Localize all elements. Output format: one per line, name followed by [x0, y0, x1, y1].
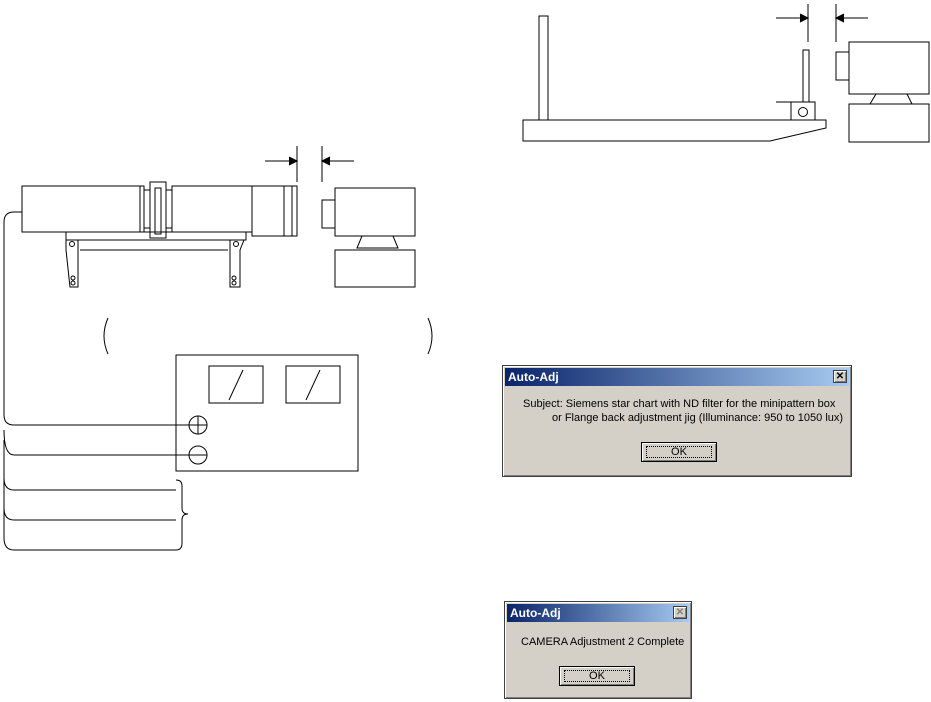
dialog-message-line1: Subject: Siemens star chart with ND filt… [523, 398, 836, 410]
dialog-titlebar[interactable]: Auto-Adj ✕ [505, 368, 849, 386]
plus-terminal-icon [188, 415, 208, 435]
flange-back-jig-diagram [522, 4, 930, 143]
focus-rect [646, 446, 712, 458]
dialog-message: CAMERA Adjustment 2 Complete [521, 636, 685, 648]
minus-terminal-icon [188, 445, 208, 465]
focus-rect [564, 670, 630, 682]
auto-adj-complete-dialog: Auto-Adj ✕ CAMERA Adjustment 2 Complete … [504, 601, 692, 699]
ok-button-label: OK [671, 446, 687, 458]
close-icon[interactable]: ✕ [833, 370, 847, 383]
close-icon: ✕ [673, 606, 687, 619]
dialog-message-line2: or Flange back adjustment jig (Illuminan… [552, 412, 844, 424]
dialog-title: Auto-Adj [508, 370, 559, 384]
ok-button-label: OK [589, 670, 605, 682]
collimator-setup-diagram [3, 146, 433, 551]
ok-button[interactable]: OK [641, 442, 717, 462]
auto-adj-subject-dialog: Auto-Adj ✕ Subject: Siemens star chart w… [502, 365, 852, 477]
dialog-titlebar[interactable]: Auto-Adj ✕ [507, 604, 689, 622]
dialog-title: Auto-Adj [510, 606, 561, 620]
ok-button[interactable]: OK [559, 666, 635, 686]
